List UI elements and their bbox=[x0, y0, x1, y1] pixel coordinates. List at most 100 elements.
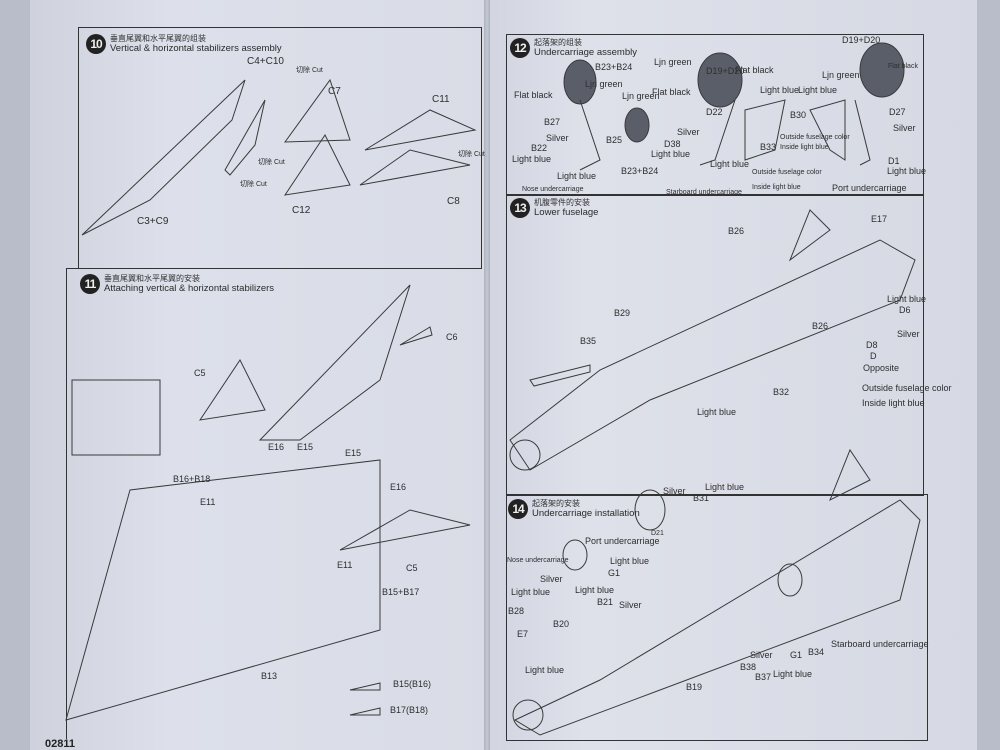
part-label: B30 bbox=[790, 110, 807, 120]
part-label: E11 bbox=[337, 560, 353, 570]
part-label: G1 bbox=[608, 568, 621, 578]
part-label: Nose undercarriage bbox=[507, 557, 569, 564]
part-label: B23+B24 bbox=[621, 166, 659, 176]
part-label: Outside fuselage color bbox=[752, 169, 822, 176]
step-title-cn: 起落架的组装 bbox=[534, 38, 582, 47]
part-label: Starboard undercarriage bbox=[831, 639, 929, 649]
part-label: Light blue bbox=[760, 85, 800, 95]
part-label: Inside light blue bbox=[862, 398, 925, 408]
part-label: B34 bbox=[808, 647, 825, 657]
part-label: B21 bbox=[597, 597, 614, 607]
part-label: E17 bbox=[871, 214, 888, 224]
part-label: B22 bbox=[531, 143, 548, 153]
part-label: Port undercarriage bbox=[585, 536, 660, 546]
part-label: Silver bbox=[750, 650, 773, 660]
part-label: C3+C9 bbox=[137, 216, 169, 227]
part-label: Inside light blue bbox=[752, 184, 801, 191]
part-label: Flat black bbox=[735, 65, 774, 75]
part-label: Light blue bbox=[557, 171, 597, 181]
step-title-cn: 垂直尾翼和水平尾翼的组装 bbox=[110, 34, 206, 43]
part-label: B20 bbox=[553, 619, 570, 629]
part-label: B28 bbox=[508, 606, 525, 616]
part-label: D19+D20 bbox=[706, 66, 745, 76]
part-label: Light blue bbox=[525, 665, 565, 675]
part-label: Light blue bbox=[798, 85, 838, 95]
part-label: Ljn green bbox=[654, 57, 692, 67]
part-label: D27 bbox=[889, 107, 906, 117]
part-label: B23+B24 bbox=[595, 62, 633, 72]
part-label: Light blue bbox=[887, 166, 927, 176]
part-label: B32 bbox=[773, 387, 790, 397]
part-label: 切除 Cut bbox=[258, 159, 285, 166]
step-number: 14 bbox=[508, 499, 528, 519]
step-title: Undercarriage installation bbox=[532, 508, 640, 519]
part-label: C11 bbox=[432, 94, 450, 105]
part-label: B19 bbox=[686, 682, 703, 692]
part-label: Silver bbox=[677, 127, 700, 137]
step-14-panel bbox=[506, 494, 928, 741]
part-label: Light blue bbox=[575, 585, 615, 595]
part-label: E15 bbox=[297, 442, 314, 452]
part-label: B37 bbox=[755, 672, 772, 682]
part-label: Light blue bbox=[697, 407, 737, 417]
part-label: Port undercarriage bbox=[832, 183, 907, 193]
part-label: E7 bbox=[517, 629, 529, 639]
part-label: Light blue bbox=[651, 149, 691, 159]
step-title: Lower fuselage bbox=[534, 207, 599, 218]
part-label: Flat black bbox=[888, 63, 918, 70]
part-label: G1 bbox=[790, 650, 803, 660]
part-label: D19+D20 bbox=[842, 35, 881, 45]
step-11-panel bbox=[66, 268, 482, 739]
part-label: Silver bbox=[893, 123, 916, 133]
part-label: D21 bbox=[651, 530, 664, 537]
step-number: 10 bbox=[86, 34, 106, 54]
part-label: C4+C10 bbox=[247, 56, 284, 67]
step-title: Undercarriage assembly bbox=[534, 47, 637, 58]
part-label: B25 bbox=[606, 135, 623, 145]
part-label: Light blue bbox=[710, 159, 750, 169]
part-label: B26 bbox=[728, 226, 745, 236]
part-label: B17(B18) bbox=[390, 705, 429, 715]
part-label: Flat black bbox=[652, 87, 691, 97]
part-label: E11 bbox=[200, 497, 216, 507]
part-label: E15 bbox=[345, 448, 362, 458]
part-label: Light blue bbox=[610, 556, 650, 566]
part-label: Light blue bbox=[887, 294, 927, 304]
part-label: B13 bbox=[261, 671, 278, 681]
part-label: C5 bbox=[194, 368, 206, 378]
part-label: E16 bbox=[268, 442, 285, 452]
step-number: 11 bbox=[80, 274, 100, 294]
step-12-panel bbox=[506, 34, 924, 196]
part-label: D8 bbox=[866, 340, 878, 350]
part-label: B27 bbox=[544, 117, 561, 127]
step-number: 13 bbox=[510, 198, 530, 218]
part-label: Silver bbox=[897, 329, 920, 339]
part-label: Opposite bbox=[863, 363, 900, 373]
part-label: Silver bbox=[540, 574, 563, 584]
part-label: Silver bbox=[546, 133, 569, 143]
part-label: D bbox=[870, 351, 877, 361]
part-label: B15(B16) bbox=[393, 679, 432, 689]
part-label: D6 bbox=[899, 305, 911, 315]
part-label: Light blue bbox=[705, 482, 745, 492]
part-label: Outside fuselage color bbox=[862, 383, 952, 393]
part-label: Outside fuselage color bbox=[780, 134, 850, 141]
book-spine bbox=[484, 0, 490, 750]
part-label: 切除 Cut bbox=[458, 151, 485, 158]
part-label: D1 bbox=[888, 156, 900, 166]
part-label: Ljn green bbox=[585, 79, 623, 89]
part-label: Inside light blue bbox=[780, 144, 829, 151]
part-label: B35 bbox=[580, 336, 597, 346]
part-label: B33 bbox=[760, 142, 777, 152]
page-number: 02811 bbox=[45, 738, 75, 750]
part-label: Silver bbox=[619, 600, 642, 610]
part-label: C12 bbox=[292, 205, 311, 216]
step-title: Vertical & horizontal stabilizers assemb… bbox=[110, 43, 282, 54]
step-title-cn: 垂直尾翼和水平尾翼的安装 bbox=[104, 274, 200, 283]
step-13-panel bbox=[506, 194, 924, 496]
part-label: C5 bbox=[406, 563, 418, 573]
part-label: D22 bbox=[706, 107, 723, 117]
